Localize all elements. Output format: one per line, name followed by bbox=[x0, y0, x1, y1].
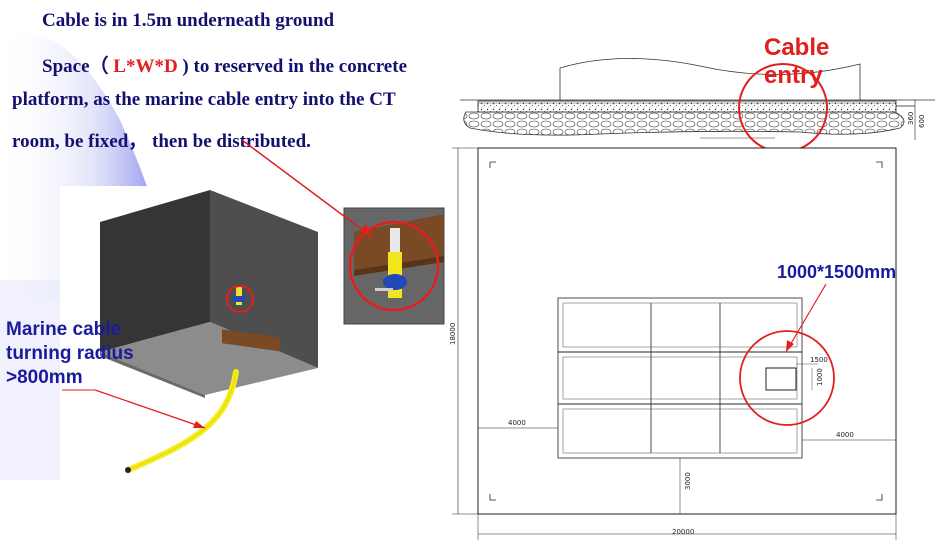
text-line-2-prefix: Space（ bbox=[42, 56, 114, 77]
left-fade bbox=[0, 280, 60, 480]
dim-opening-w: 1500 bbox=[810, 356, 828, 364]
inset-red-circle bbox=[348, 220, 440, 312]
dim-plan-width: 20000 bbox=[672, 528, 695, 536]
modules bbox=[557, 297, 803, 459]
turning-radius-line2: turning radius bbox=[6, 343, 134, 364]
opening-size-label: 1000*1500mm bbox=[777, 262, 897, 282]
dim-right-offset: 4000 bbox=[836, 431, 854, 439]
small-red-circle bbox=[226, 285, 254, 313]
text-line-2-suffix: ) to reserved in the concrete bbox=[177, 56, 407, 77]
cable-entry-label: Cable entry bbox=[764, 34, 829, 90]
turning-radius-line3: >800mm bbox=[6, 367, 83, 388]
opening-red-circle bbox=[739, 330, 835, 426]
dim-plan-height: 18000 bbox=[449, 322, 457, 345]
text-line-3: platform, as the marine cable entry into… bbox=[12, 89, 396, 110]
dim-bottom-offset: 3000 bbox=[684, 472, 692, 490]
concrete-slab bbox=[477, 100, 897, 113]
text-line-4: room, be fixed， then be distributed. bbox=[12, 131, 311, 152]
turning-radius-line1: Marine cable bbox=[6, 319, 122, 340]
text-line-2-highlight: L*W*D bbox=[113, 56, 178, 77]
building-outline bbox=[559, 58, 861, 100]
small-beam bbox=[222, 329, 280, 352]
turning-radius-callout: Marine cable turning radius >800mm bbox=[6, 318, 134, 390]
box-right-face bbox=[210, 190, 318, 368]
cable-entry-line2: entry bbox=[764, 62, 823, 89]
box-bottom-face bbox=[100, 322, 318, 395]
opening-rect bbox=[765, 367, 797, 391]
dim-left-offset: 4000 bbox=[508, 419, 526, 427]
gravel-bed bbox=[463, 111, 905, 136]
plan-outline bbox=[477, 147, 897, 515]
box-left-face bbox=[100, 190, 210, 352]
inset-pipe-top bbox=[390, 228, 400, 258]
dim-opening-h: 1000 bbox=[816, 368, 824, 386]
text-line-2: Space（ L*W*D ) to reserved in the concre… bbox=[42, 51, 407, 78]
cable-entry-line1: Cable bbox=[764, 34, 830, 61]
text-line-1: Cable is in 1.5m underneath ground bbox=[42, 10, 335, 31]
